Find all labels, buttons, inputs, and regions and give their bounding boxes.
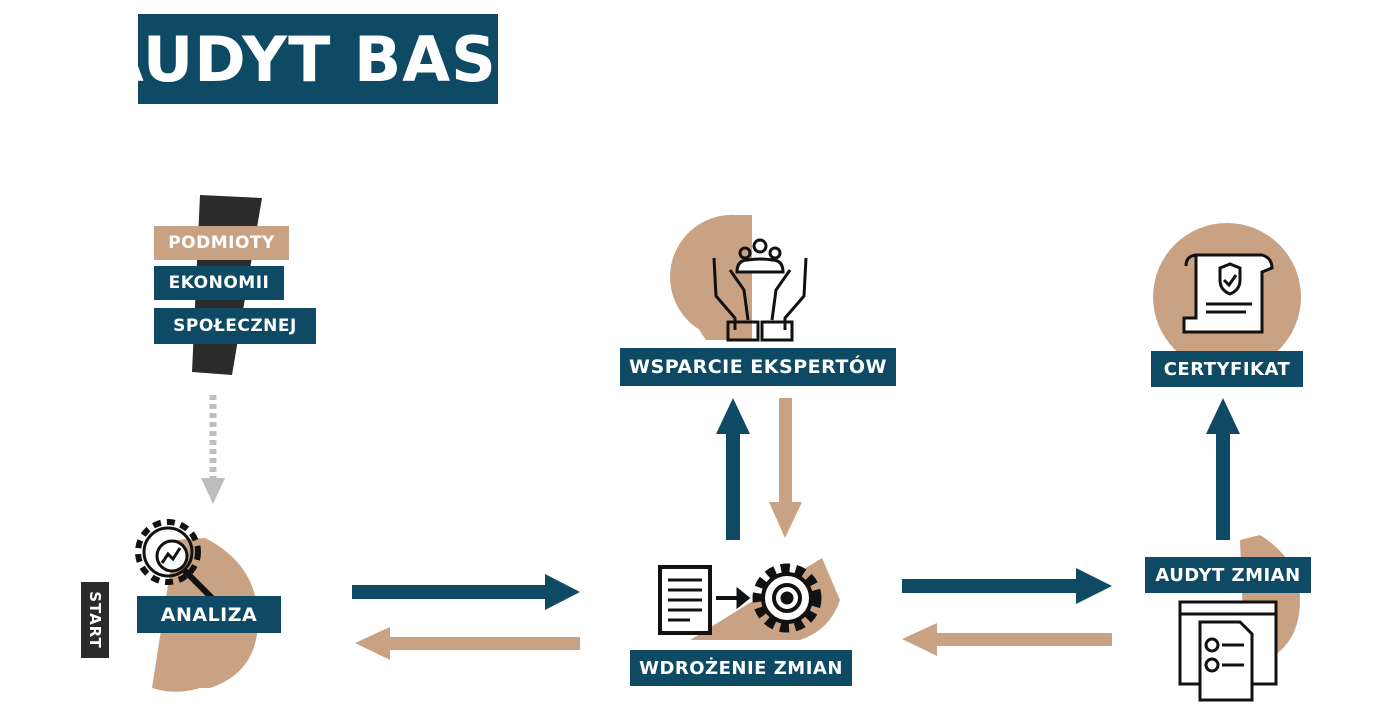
wdrozenie-to-wsparcie-arrow xyxy=(716,398,750,540)
node-wsparcie: WSPARCIE EKSPERTÓW xyxy=(620,348,896,386)
start-badge: START xyxy=(81,582,109,658)
wsparcie-to-wdrozenie-arrow xyxy=(769,398,802,538)
source-line-1: PODMIOTY xyxy=(154,226,289,260)
analiza-to-wdrozenie-arrow xyxy=(352,574,580,610)
node-analiza: ANALIZA xyxy=(137,596,281,633)
node-certyfikat: CERTYFIKAT xyxy=(1151,351,1303,387)
node-audyt-zmian: AUDYT ZMIAN xyxy=(1145,557,1311,593)
audit-checklist-icon xyxy=(1178,600,1278,702)
document-gear-icon xyxy=(658,563,822,635)
source-line-3: SPOŁECZNEJ xyxy=(154,308,316,344)
audyt-to-certyfikat-arrow xyxy=(1206,398,1240,540)
wdrozenie-to-analiza-arrow xyxy=(355,627,580,660)
source-to-analiza-arrow xyxy=(201,395,225,504)
start-label: START xyxy=(86,591,104,649)
node-wdrozenie: WDROŻENIE ZMIAN xyxy=(630,650,852,686)
hands-people-icon xyxy=(712,238,808,342)
source-line-2: EKONOMII xyxy=(154,266,284,300)
wdrozenie-to-audyt-arrow xyxy=(902,568,1112,604)
wsparcie-decor-fill xyxy=(687,215,752,340)
page-title: AUDYT BASE xyxy=(96,14,539,104)
audyt-to-wdrozenie-arrow xyxy=(902,623,1112,656)
magnifier-chart-gear-icon xyxy=(135,519,215,601)
certificate-scroll-icon xyxy=(1182,253,1274,334)
